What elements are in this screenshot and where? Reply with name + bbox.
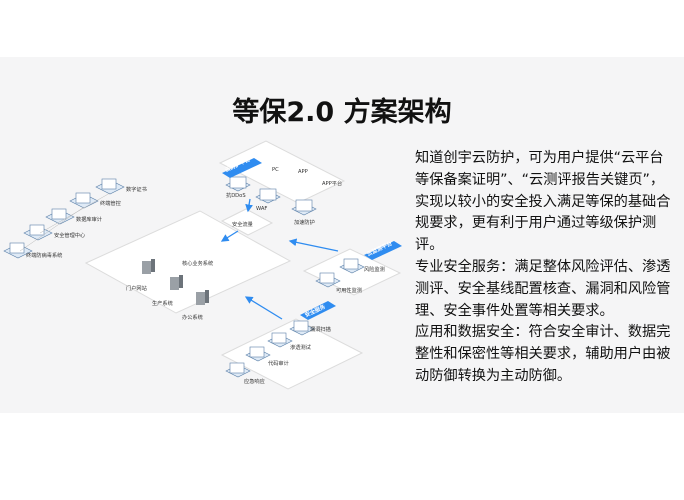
top-item-2: APP平台: [322, 179, 342, 187]
top-node-0: 抗DDoS: [226, 191, 246, 199]
svg-text:代码审计: 代码审计: [268, 359, 289, 367]
traffic-node: 安全流量: [220, 208, 274, 236]
core-system-1: 生产系统: [152, 299, 173, 307]
description-block: 知道创宇云防护，可为用户提供“云平台等保备案证明”、“云测评报告关键页”，实现以…: [415, 148, 677, 388]
traffic-label: 安全流量: [232, 220, 253, 228]
svg-text:应急响应: 应急响应: [244, 377, 265, 385]
left-node-3: 安全管理中心: [23, 224, 85, 241]
server-icon: [196, 290, 209, 305]
core-label: 核心业务系统: [182, 259, 213, 267]
ddos-node: [225, 176, 251, 192]
description-paragraph-3: 应用和数据安全：符合安全审计、数据完整性和保密性等相关要求，辅助用户由被动防御转…: [415, 324, 671, 384]
top-item-1: APP: [298, 169, 308, 175]
waf-node: [255, 188, 281, 204]
svg-text:漏洞扫描: 漏洞扫描: [310, 325, 331, 333]
service-node-0: 漏洞扫描: [289, 320, 331, 336]
top-node-2: 加速防护: [294, 218, 315, 226]
svg-text:可用性监测: 可用性监测: [336, 286, 362, 294]
page-title: 等保2.0 方案架构: [232, 97, 452, 128]
top-node-1: WAF: [256, 206, 267, 212]
svg-text:安全管理中心: 安全管理中心: [54, 231, 85, 239]
service-tag: [300, 301, 336, 320]
architecture-diagram: 核心业务系统 门户网站 生产系统 办公系统 PC APP APP平台: [3, 140, 402, 390]
service-node-1: 渗透测试: [267, 332, 312, 351]
arrow-to-core: [220, 230, 239, 242]
right-node-0: 风险监测: [339, 258, 385, 274]
svg-text:数据库审计: 数据库审计: [76, 215, 102, 223]
right-node-1: 可用性监测: [315, 272, 362, 294]
core-system-0: 门户网站: [126, 284, 147, 292]
left-node-2: 数据库审计: [45, 208, 102, 225]
svg-text:渗透测试: 渗透测试: [290, 343, 312, 351]
service-node-3: 应急响应: [225, 362, 265, 385]
svg-text:终端防病毒系统: 终端防病毒系统: [26, 251, 62, 259]
left-node-1: 终端管控: [69, 192, 121, 209]
core-system-2: 办公系统: [182, 313, 203, 321]
svg-text:风险监测: 风险监测: [364, 265, 385, 273]
server-icon: [170, 275, 183, 290]
core-platform: 核心业务系统 门户网站 生产系统 办公系统: [84, 210, 292, 321]
server-icon: [142, 259, 155, 274]
service-platform: 安全服务 漏洞扫描 渗透测试 代码审计 应急响应: [220, 301, 364, 390]
top-item-0: PC: [272, 167, 279, 173]
arrow-from-service: [244, 296, 283, 320]
description-paragraph-2: 专业安全服务：满足整体风险评估、渗透测评、安全基线配置核查、漏洞和风险管理、安全…: [415, 258, 671, 319]
description-paragraph-1: 知道创宇云防护，可为用户提供“云平台等保备案证明”、“云测评报告关键页”，实现以…: [415, 150, 671, 254]
arrow-down: [245, 198, 253, 213]
left-stack: 数字证书 终端管控 数据库审计 安全管理中心 终端防病毒系统: [3, 178, 147, 259]
monitor-tag: [364, 241, 402, 260]
accel-node: [291, 199, 317, 216]
left-node-4: 终端防病毒系统: [3, 242, 62, 259]
left-node-0: 数字证书: [95, 178, 147, 195]
svg-text:数字证书: 数字证书: [126, 185, 147, 193]
arrow-from-right: [288, 238, 339, 252]
svg-text:终端管控: 终端管控: [100, 199, 121, 207]
service-node-2: 代码审计: [245, 346, 289, 367]
cloud-platform: PC APP APP平台 抗DDoS WAF 加速防护: [218, 140, 346, 226]
